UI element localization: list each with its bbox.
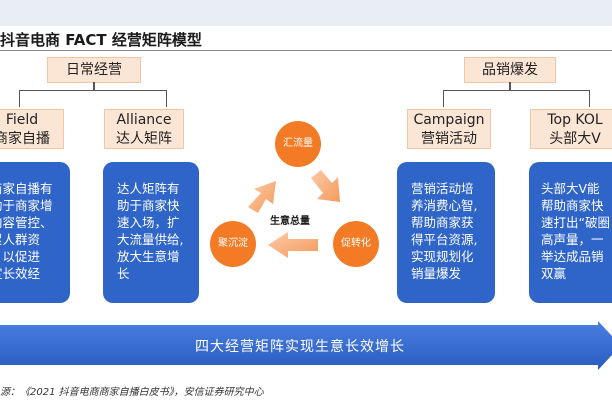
cycle-node-retention: 聚沉淀: [210, 221, 256, 267]
card-line: 帮助商家快: [541, 198, 604, 213]
card-line: 得平台资源,: [411, 232, 478, 247]
card-line: 内容管控、: [0, 215, 53, 230]
category-daily: 日常经营: [47, 57, 141, 83]
module-head-campaign: Campaign 营销活动: [407, 109, 491, 149]
card-line: 头部大V能: [541, 181, 600, 196]
card-line: 达人矩阵有: [117, 181, 180, 196]
cycle-arrow-bottom: [268, 232, 318, 258]
cycle-arrow-left: [248, 181, 276, 213]
card-line: 养消费心智,: [411, 198, 478, 213]
module-title-cn: 营销活动: [421, 131, 477, 147]
module-title-cn: 达人矩阵: [116, 131, 172, 147]
card-line: 速打出“破圈: [541, 215, 610, 230]
module-title-en: Field: [5, 112, 39, 128]
module-head-alliance: Alliance 达人矩阵: [104, 109, 184, 149]
card-line: 高声量，一: [541, 232, 604, 247]
cycle-node-traffic: 汇流量: [275, 121, 321, 167]
cycle-node-conversion: 促转化: [333, 221, 379, 267]
module-card-campaign: 营销活动培 养消费心智, 帮助商家获 得平台资源, 实现规划化 销量爆发: [397, 162, 495, 303]
card-line: 实现规划化: [411, 249, 474, 264]
module-title-cn: 商家自播: [0, 131, 50, 147]
card-line: 帮助商家获: [411, 215, 474, 230]
card-line: ，以促进: [0, 249, 41, 264]
card-line: 累人群资: [0, 232, 41, 247]
category-promo: 品销爆发: [464, 57, 556, 83]
module-head-field: Field 商家自播: [0, 109, 64, 149]
card-line: 放大生意增: [117, 249, 180, 264]
title-divider: [0, 50, 612, 51]
module-card-topkol: 头部大V能 帮助商家快 速打出“破圈 高声量，一 举达成品销 双赢: [529, 162, 612, 303]
card-line: 速入场，扩: [117, 215, 180, 230]
module-title-en: Campaign: [413, 112, 485, 128]
card-line: 长: [117, 266, 130, 281]
figure-title: 抖音电商 FACT 经营矩阵模型: [0, 31, 202, 49]
cycle-center-label: 生意总量: [270, 216, 310, 227]
cycle-arrow-right: [311, 170, 340, 202]
module-title-cn: 头部大V: [549, 131, 601, 147]
card-line: 销量爆发: [411, 266, 462, 281]
module-title-en: Alliance: [116, 112, 172, 128]
source-note: 源：《2021 抖音电商商家自播白皮书》，安信证券研究中心: [0, 387, 264, 398]
card-line: 助于商家快: [117, 198, 180, 213]
card-line: 定长效经: [0, 266, 41, 281]
card-line: 助于商家增: [0, 198, 53, 213]
bracket-promo: [443, 90, 590, 107]
header-strip: [0, 0, 612, 26]
module-head-topkol: Top KOL 头部大V: [530, 109, 612, 149]
card-line: 大流量供给,: [117, 232, 184, 247]
bracket-stem-promo: [509, 82, 511, 90]
module-title-en: Top KOL: [547, 112, 603, 128]
card-line: 双赢: [541, 266, 567, 281]
growth-banner-label: 四大经营矩阵实现生意长效增长: [195, 339, 405, 355]
card-line: 举达成品销: [541, 249, 604, 264]
bracket-daily: [19, 90, 167, 107]
card-line: 商家自播有: [0, 181, 53, 196]
bracket-stem-daily: [93, 82, 95, 90]
module-card-field: 商家自播有 助于商家增 内容管控、 累人群资 ，以促进 定长效经: [0, 162, 70, 303]
card-line: 营销活动培: [411, 181, 474, 196]
module-card-alliance: 达人矩阵有 助于商家快 速入场，扩 大流量供给, 放大生意增 长: [103, 162, 199, 303]
